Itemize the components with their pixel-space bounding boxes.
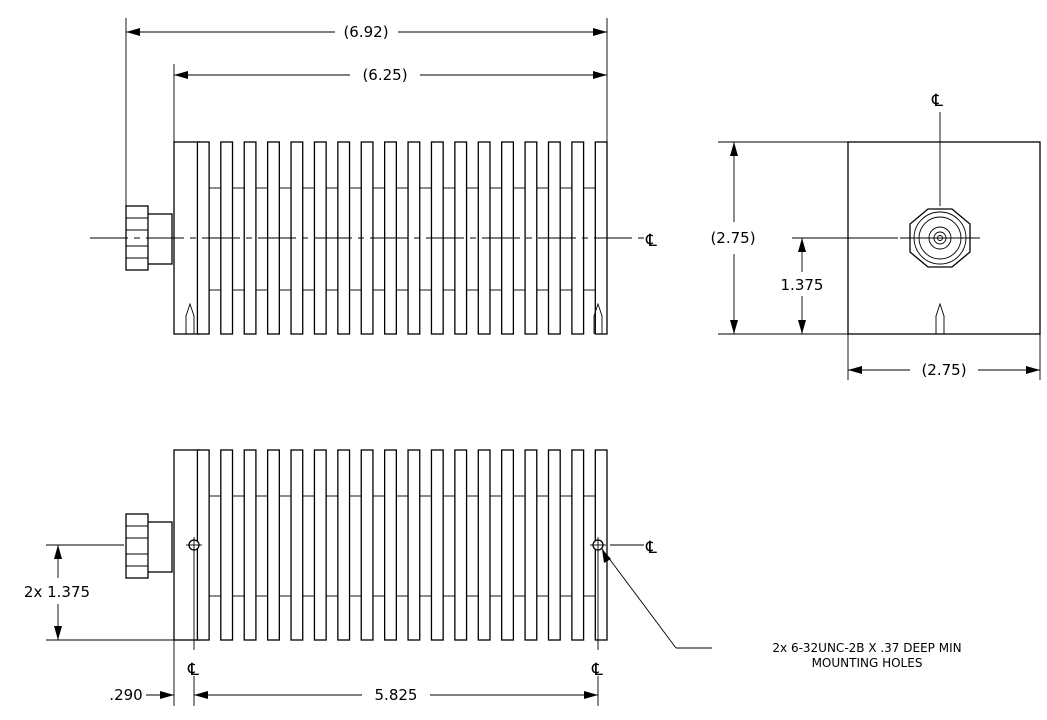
- fin: [360, 449, 374, 641]
- centerline-symbol: ℄: [931, 91, 943, 111]
- fin: [383, 449, 398, 641]
- dimension-hole-height: 2x 1.375: [24, 545, 90, 640]
- side-view: ℄ (6.92) (6.25): [90, 18, 657, 335]
- fin: [454, 449, 468, 641]
- dimension-label: (6.92): [343, 23, 388, 41]
- dimension-label: 1.375: [781, 276, 824, 294]
- fin: [266, 449, 280, 641]
- dimension-end-height: (2.75): [710, 142, 756, 334]
- dimension-label: .290: [109, 686, 142, 704]
- fin: [501, 449, 515, 641]
- mounting-hole: [186, 537, 202, 553]
- fin: [337, 449, 351, 641]
- fin: [477, 449, 491, 641]
- dimension-label: 2x 1.375: [24, 583, 90, 601]
- centerline-symbol: ℄: [187, 660, 199, 680]
- fin: [430, 449, 444, 641]
- dimension-overall-length: (6.92): [126, 23, 607, 41]
- fin: [243, 449, 257, 641]
- mounting-hole: [590, 537, 606, 553]
- slot-marker: [935, 302, 945, 334]
- fin: [407, 449, 421, 641]
- centerline-symbol: ℄: [591, 660, 603, 680]
- dimension-label: (2.75): [710, 229, 755, 247]
- fin: [524, 449, 538, 641]
- slot-marker: [185, 302, 195, 334]
- bottom-view: ℄ ℄ ℄ 2x 1.375 .290: [24, 449, 962, 706]
- dimension-end-width: (2.75): [848, 361, 1040, 379]
- dimension-label: (6.25): [362, 66, 407, 84]
- mounting-hole-note: 2x 6-32UNC-2B X .37 DEEP MIN MOUNTING HO…: [601, 548, 962, 670]
- fin: [571, 449, 585, 641]
- dimension-end-center-height: 1.375: [781, 238, 824, 334]
- dimension-hole-spacing: 5.825: [194, 686, 598, 704]
- note-line-2: MOUNTING HOLES: [812, 656, 923, 670]
- dimension-label: (2.75): [921, 361, 966, 379]
- heatsink-fins: [173, 449, 608, 641]
- dimension-body-length: (6.25): [174, 66, 607, 84]
- fin: [313, 449, 327, 641]
- fin: [547, 449, 561, 641]
- centerline-symbol: ℄: [645, 538, 657, 558]
- fin: [290, 449, 304, 641]
- end-view: ℄ (2.75) 1.375 (2.75): [710, 91, 1041, 380]
- note-line-1: 2x 6-32UNC-2B X .37 DEEP MIN: [772, 641, 961, 655]
- slot-marker: [593, 302, 603, 334]
- dimension-label: 5.825: [375, 686, 418, 704]
- fin: [220, 449, 234, 641]
- n-connector: [125, 513, 173, 579]
- centerline-symbol: ℄: [645, 231, 657, 251]
